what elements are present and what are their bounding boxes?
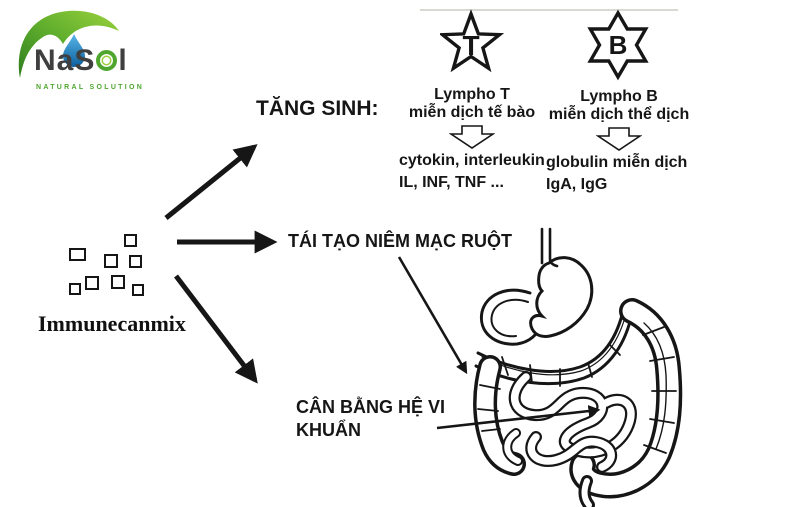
- star-letter-t: T: [462, 30, 479, 61]
- down-block-arrow-icon: [449, 125, 495, 149]
- particle: [69, 248, 86, 261]
- intestine-illustration: [473, 227, 683, 507]
- logo-leaf-icon: [18, 10, 119, 79]
- immunecanmix-particles: [58, 224, 153, 296]
- immunecanmix-label: Immunecanmix: [38, 311, 186, 336]
- particle: [104, 254, 118, 268]
- particle: [111, 275, 125, 289]
- six-point-star-icon: B: [587, 9, 649, 81]
- logo-tagline: NATURAL SOLUTION: [36, 84, 145, 91]
- lympho-t-subtitle: miễn dịch tế bào: [408, 104, 536, 121]
- arrow-to-proliferation: [164, 144, 258, 220]
- lympho-b-subtitle: miễn dịch thể dịch: [548, 106, 690, 123]
- lympho-t-column: T Lympho T miễn dịch tế bào cytokin, int…: [394, 8, 550, 193]
- scan-artifact-line: [420, 9, 678, 11]
- particle: [129, 255, 142, 268]
- particle: [85, 276, 99, 290]
- lympho-t-result: cytokin, interleukin IL, INF, TNF ...: [399, 152, 545, 191]
- particle: [124, 234, 137, 247]
- lympho-b-result: globulin miễn dịch IgA, IgG: [546, 154, 688, 193]
- down-block-arrow-icon: [596, 127, 642, 151]
- lympho-b-column: B Lympho B miễn dịch thể dịch globulin m…: [541, 8, 697, 195]
- arrow-to-flora: [174, 274, 258, 384]
- logo-o-ring-icon: [96, 50, 118, 71]
- lympho-b-title: Lympho B: [580, 88, 658, 105]
- lympho-t-title: Lympho T: [434, 86, 510, 103]
- star-letter-b: B: [609, 30, 628, 60]
- branch-proliferation-label: TĂNG SINH:: [256, 97, 379, 120]
- particle: [132, 284, 144, 296]
- five-point-star-icon: T: [440, 9, 504, 73]
- particle: [69, 283, 81, 295]
- branch-flora-label: CÂN BẰNG HỆ VI KHUẨN: [296, 397, 446, 440]
- branch-mucosa-label: TÁI TẠO NIÊM MẠC RUỘT: [288, 231, 512, 251]
